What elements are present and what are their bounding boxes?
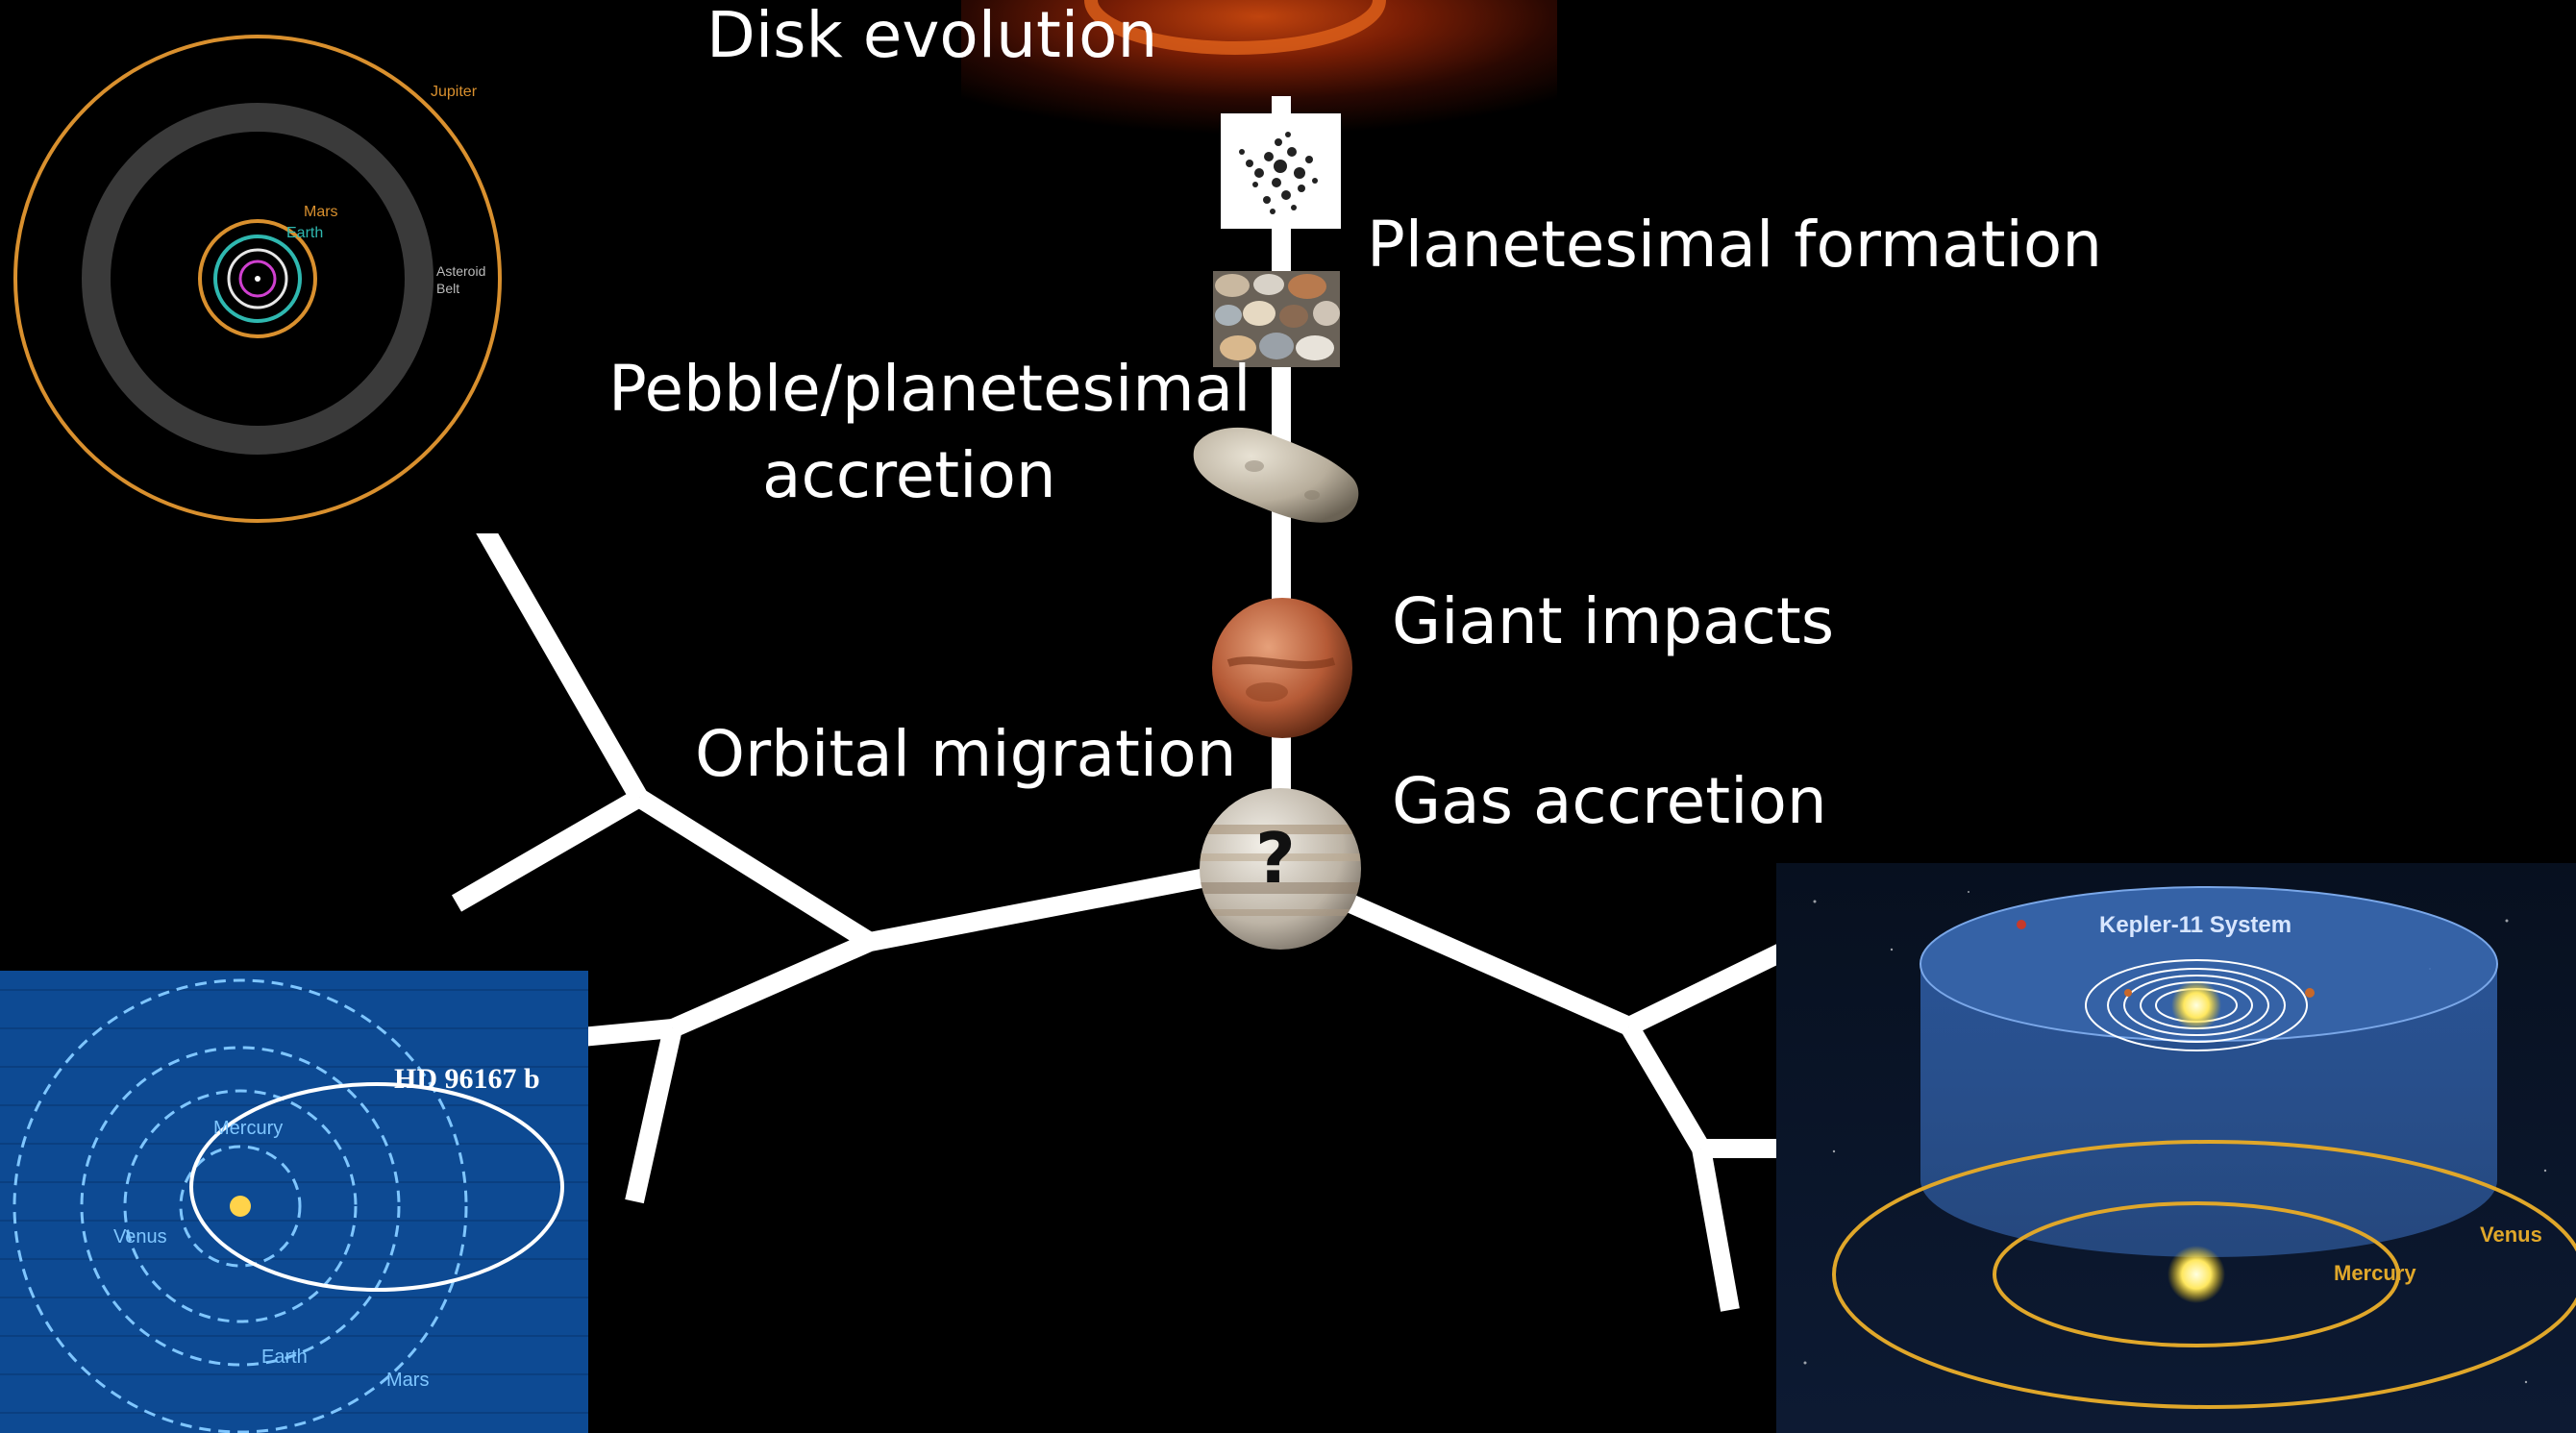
jupiter-label: Jupiter [431,84,478,100]
star-icon [230,1196,251,1217]
kepler-venus-label: Venus [2480,1223,2542,1247]
right-branch [1350,903,1629,1026]
kepler-11-star [2171,980,2221,1030]
orbital-migration-label: Orbital migration [695,719,1236,790]
kepler-title: Kepler-11 System [2099,912,2291,938]
asteroid-belt-label-1: Asteroid [436,263,485,279]
hd-mars-label: Mars [386,1370,429,1391]
right-lower-branch [1629,1026,1701,1149]
giant-impacts-label: Giant impacts [1392,586,1834,657]
hd-earth-label: Earth [261,1347,308,1368]
mars-label: Mars [304,204,338,220]
left-branch [673,877,1211,1028]
sun-icon [2167,1246,2225,1303]
sun-dot [255,276,260,282]
left-lower-twig-b [634,1028,673,1201]
asteroid-image [1187,418,1365,529]
pebble-accretion-label-line2: accretion [762,440,1056,511]
left-upper-twig-b [457,798,639,903]
gas-accretion-label: Gas accretion [1392,766,1827,837]
planetesimal-formation-label: Planetesimal formation [1367,210,2102,281]
left-upper-branch [639,798,870,942]
earth-label: Earth [286,225,323,241]
hd-title: HD 96167 b [394,1063,540,1095]
asteroid-belt-label-2: Belt [436,281,459,296]
dust-aggregate-image [1221,113,1341,229]
question-mark: ? [1255,820,1296,898]
hd-venus-label: Venus [113,1226,167,1248]
kepler-mercury-label: Mercury [2334,1261,2416,1285]
solar-system-orbits-panel: Jupiter Mars Earth Asteroid Belt [0,24,514,533]
disk-evolution-label: Disk evolution [706,0,1157,71]
right-lower-twig-b [1701,1149,1730,1310]
hd-mercury-label: Mercury [213,1118,283,1139]
kepler-11-system-panel: Kepler-11 System Venus Mercury [1776,863,2576,1433]
hd-96167b-orbit-panel: HD 96167 b Mercury Venus Earth Mars [0,971,588,1433]
pebble-accretion-label-line1: Pebble/planetesimal [608,354,1251,425]
